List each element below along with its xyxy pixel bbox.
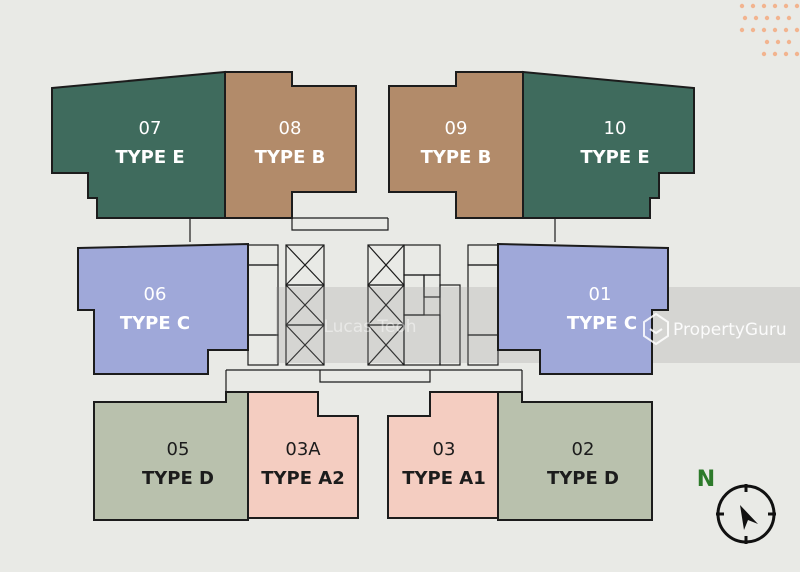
decorative-dot	[794, 27, 800, 33]
propertyguru-watermark: PropertyGuru	[643, 312, 787, 346]
decorative-dot	[772, 27, 778, 33]
decorative-dot	[794, 3, 800, 9]
unit-06-type: TYPE C	[120, 313, 190, 334]
decorative-dot	[783, 27, 789, 33]
unit-02[interactable]: 02 TYPE D	[497, 391, 653, 521]
unit-01-shape	[497, 242, 669, 375]
unit-02-number: 02	[572, 439, 595, 460]
unit-03a-shape	[247, 391, 359, 519]
decorative-dot	[772, 51, 778, 57]
unit-07-number: 07	[139, 118, 162, 139]
decorative-dot	[750, 3, 756, 9]
decorative-dot	[764, 39, 770, 45]
unit-08-number: 08	[279, 118, 302, 139]
unit-05[interactable]: 05 TYPE D	[93, 391, 249, 521]
decorative-dot	[794, 51, 800, 57]
decorative-dot	[783, 51, 789, 57]
unit-07-type: TYPE E	[115, 147, 184, 168]
unit-01-number: 01	[589, 284, 612, 305]
decorative-dot	[761, 3, 767, 9]
unit-07[interactable]: 07 TYPE E	[51, 70, 226, 219]
unit-10-type: TYPE E	[580, 147, 649, 168]
propertyguru-brand-text: PropertyGuru	[673, 320, 787, 340]
decorative-dot	[786, 39, 792, 45]
decorative-dots	[739, 3, 800, 57]
unit-01[interactable]: 01 TYPE C	[497, 242, 669, 375]
unit-03[interactable]: 03 TYPE A1	[387, 391, 499, 519]
propertyguru-logo-icon	[643, 312, 669, 346]
unit-09[interactable]: 09 TYPE B	[388, 71, 524, 219]
unit-08-shape	[224, 71, 357, 219]
unit-01-type: TYPE C	[567, 313, 637, 334]
decorative-dot	[739, 3, 745, 9]
unit-07-shape	[51, 70, 226, 219]
decorative-dot	[750, 27, 756, 33]
unit-10-shape	[522, 70, 695, 219]
decorative-dot	[772, 3, 778, 9]
lift-core	[285, 244, 461, 366]
unit-06-number: 06	[144, 284, 167, 305]
decorative-dot	[761, 51, 767, 57]
unit-03-number: 03	[433, 439, 456, 460]
unit-09-type: TYPE B	[421, 147, 492, 168]
unit-06[interactable]: 06 TYPE C	[77, 242, 249, 375]
unit-05-number: 05	[167, 439, 190, 460]
unit-09-shape	[388, 71, 524, 219]
decorative-dot	[775, 15, 781, 21]
decorative-dot	[739, 27, 745, 33]
unit-10-number: 10	[604, 118, 627, 139]
decorative-dot	[783, 3, 789, 9]
unit-02-type: TYPE D	[547, 468, 619, 489]
north-label: N	[697, 467, 715, 492]
compass: N	[697, 467, 776, 544]
decorative-dot	[775, 39, 781, 45]
unit-03a[interactable]: 03A TYPE A2	[247, 391, 359, 519]
unit-09-number: 09	[445, 118, 468, 139]
unit-02-shape	[497, 391, 653, 521]
unit-08[interactable]: 08 TYPE B	[224, 71, 357, 219]
unit-10[interactable]: 10 TYPE E	[522, 70, 695, 219]
unit-03-type: TYPE A1	[402, 468, 486, 489]
unit-05-type: TYPE D	[142, 468, 214, 489]
decorative-dot	[764, 15, 770, 21]
compass-icon	[716, 484, 776, 544]
decorative-dot	[786, 15, 792, 21]
decorative-dot	[761, 27, 767, 33]
unit-03a-number: 03A	[285, 439, 321, 460]
watermark-agent-name: Lucas Teoh	[323, 317, 416, 337]
unit-03a-type: TYPE A2	[261, 468, 345, 489]
unit-08-type: TYPE B	[255, 147, 326, 168]
decorative-dot	[742, 15, 748, 21]
decorative-dot	[753, 15, 759, 21]
unit-06-shape	[77, 242, 249, 375]
